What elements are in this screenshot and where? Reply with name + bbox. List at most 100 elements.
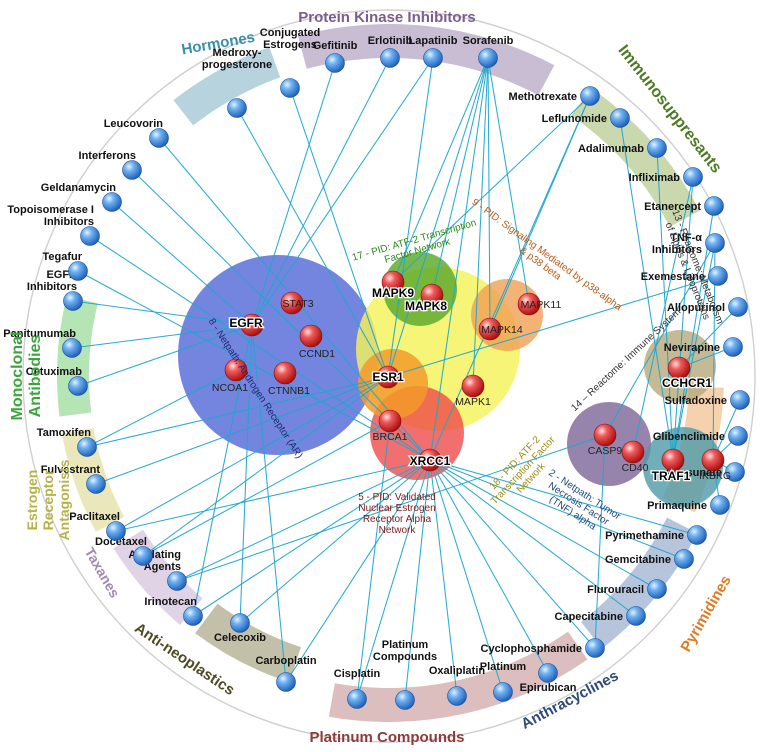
drug-node-panitumumab[interactable]: Panitumumab (3, 328, 82, 358)
gene-node-CASP9[interactable]: CASP9 (588, 423, 623, 457)
drug-node-interferons[interactable]: Interferons (79, 150, 142, 180)
drug-node-paclitaxel[interactable]: Paclitaxel (69, 511, 126, 541)
drug-node-pyrimethamine[interactable]: Pyrimethamine (605, 525, 707, 545)
drug-node-platinum[interactable]: Platinum (480, 661, 527, 702)
drug-sphere (674, 549, 694, 569)
gene-node-MAPK14[interactable]: MAPK14 (478, 317, 523, 341)
gene-node-BRCA1[interactable]: BRCA1 (372, 409, 408, 443)
edge-docetaxel-BRCA1 (142, 420, 391, 557)
drug-node-nevirapine[interactable]: Nevirapine (664, 337, 743, 357)
drug-sphere (683, 167, 703, 187)
edge-sorafenib-MAPK14 (487, 57, 491, 330)
drug-sphere (728, 297, 748, 317)
drug-label-tamoxifen: Tamoxifen (37, 427, 91, 439)
drug-label-etanercept: Etanercept (644, 201, 701, 213)
drug-node-celecoxib[interactable]: Celecoxib (214, 613, 266, 645)
drug-node-irinotecan[interactable]: Irinotecan (144, 596, 203, 626)
gene-node-CCND1[interactable]: CCND1 (299, 324, 335, 360)
gene-label-EGFR: EGFR (229, 316, 263, 330)
edge-infliximab-CD40 (632, 176, 694, 453)
gene-sphere (240, 313, 264, 337)
drug-label-paclitaxel: Paclitaxel (69, 511, 120, 523)
drug-label-cyclophosphamide: Cyclophosphamide (481, 643, 582, 655)
drug-node-methotrexate[interactable]: Methotrexate (509, 86, 600, 106)
gene-node-MAPK1[interactable]: MAPK1 (455, 374, 491, 408)
drug-node-flurouracil[interactable]: Flurouracil (587, 579, 667, 599)
drug-node-artesunate[interactable]: Artesunate (665, 462, 745, 482)
drug-node-oxaliplatin[interactable]: Oxaliplatin (429, 665, 486, 706)
drug-label-docetaxel: Docetaxel (95, 536, 147, 548)
drug-node-infliximab[interactable]: Infliximab (629, 167, 703, 187)
drug-node-glibenclimide[interactable]: Glibenclimide (653, 426, 748, 446)
g-immuno-band (571, 87, 700, 227)
gene-label-STAT3: STAT3 (282, 298, 313, 310)
drug-node-exemestane[interactable]: Exemestane (641, 266, 728, 286)
drug-node-leflunomide[interactable]: Leflunomide (542, 108, 630, 128)
gene-node-STAT3[interactable]: STAT3 (280, 291, 314, 315)
drug-sphere (80, 226, 100, 246)
drug-node-geldanamycin[interactable]: Geldanamycin (41, 182, 122, 212)
gene-node-XRCC1[interactable]: XRCC1 (408, 448, 452, 472)
drug-node-gemcitabine[interactable]: Gemcitabine (605, 549, 694, 569)
gene-node-TRAF1[interactable]: TRAF1 (650, 448, 692, 484)
gene-sphere (621, 440, 645, 464)
edge-allopurinol-CCHCR1 (678, 306, 739, 369)
drug-sphere (580, 86, 600, 106)
drug-node-erlotinib[interactable]: Erlotinib (368, 35, 413, 68)
edge-methotrexate-MAPK9 (392, 95, 591, 283)
drug-node-gefitinib[interactable]: Gefitinib (313, 40, 358, 73)
drug-node-sorafenib[interactable]: Sorafenib (463, 35, 514, 68)
drug-node-cyclophosphamide[interactable]: Cyclophosphamide (481, 638, 605, 658)
drug-node-fulvestrant[interactable]: Fulvestrant (41, 464, 106, 494)
gene-node-CD40[interactable]: CD40 (621, 440, 649, 474)
drug-node-allopurinol[interactable]: Allopurinol (667, 297, 748, 317)
drug-node-epirubican[interactable]: Epirubican (520, 663, 577, 695)
gene-node-NCOA1[interactable]: NCOA1 (212, 358, 248, 394)
drug-node-carboplatin[interactable]: Carboplatin (255, 655, 317, 692)
drug-node-adalimumab[interactable]: Adalimumab (578, 138, 667, 158)
drug-label-lapatinib: Lapatinib (409, 35, 458, 47)
drug-node-cetuximab[interactable]: Cetuximab (26, 366, 88, 396)
drug-node-tamoxifen[interactable]: Tamoxifen (37, 427, 97, 457)
gene-node-CCHCR1[interactable]: CCHCR1 (661, 356, 714, 391)
gene-node-CTNNB1[interactable]: CTNNB1 (268, 361, 310, 397)
edge-irinotecan-XRCC1 (192, 459, 431, 617)
drug-label-capecitabine: Capecitabine (555, 611, 623, 623)
drug-node-leucovorin[interactable]: Leucovorin (104, 118, 169, 148)
drug-node-cisplatin[interactable]: Cisplatin (334, 668, 381, 709)
gene-node-MAPK8[interactable]: MAPK8 (404, 283, 449, 314)
group-label-g-pyrimidines: Pyrimidines (677, 573, 734, 655)
drug-node-tegafur[interactable]: Tegafur (42, 251, 88, 281)
gene-sphere (224, 358, 248, 382)
drug-node-primaquine[interactable]: Primaquine (647, 495, 730, 515)
drug-sphere (710, 495, 730, 515)
gene-node-MAPK11[interactable]: MAPK11 (517, 292, 561, 316)
edge-exemestane-ESR1 (387, 275, 719, 378)
gene-sphere (517, 292, 541, 316)
gene-node-IKBKG[interactable]: IKBKG (699, 448, 731, 482)
gene-node-EGFR[interactable]: EGFR (228, 313, 264, 337)
edge-oxaliplatin-XRCC1 (429, 459, 458, 697)
gene-label-MAPK14: MAPK14 (481, 324, 523, 336)
group-label-g-protein-kinase: Protein Kinase Inhibitors (298, 9, 476, 26)
drug-sphere (725, 462, 745, 482)
drug-node-docetaxel[interactable]: Docetaxel (95, 536, 153, 566)
edge-geldanamycin-EGFR (111, 201, 253, 326)
drug-node-sulfadoxine[interactable]: Sulfadoxine (665, 390, 750, 410)
gene-node-ESR1[interactable]: ESR1 (371, 365, 405, 389)
gene-node-MAPK9[interactable]: MAPK9 (371, 270, 416, 301)
edge-docetaxel-ESR1 (142, 376, 389, 557)
drug-node-lapatinib[interactable]: Lapatinib (409, 35, 458, 68)
drug-label-sorafenib: Sorafenib (463, 35, 514, 47)
drug-node-medroxy[interactable]: Medroxy-progesterone (202, 47, 272, 118)
g-anthra-band (581, 517, 698, 649)
drug-node-capecitabine[interactable]: Capecitabine (555, 606, 646, 626)
drug-node-etanercept[interactable]: Etanercept (644, 196, 724, 216)
